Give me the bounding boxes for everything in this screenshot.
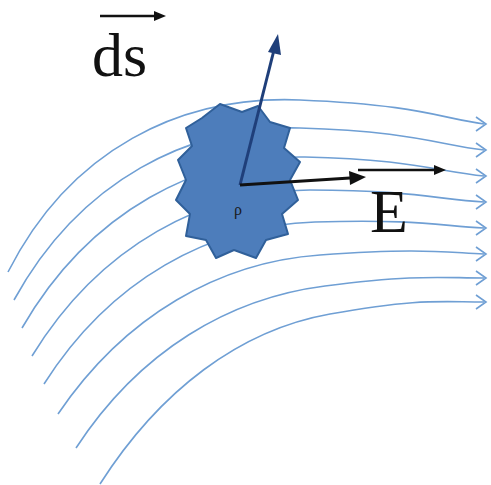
charge-blob: ρ: [172, 100, 304, 262]
field-line: [8, 100, 484, 272]
field-arrowhead: [476, 169, 486, 183]
overarrow-head: [434, 165, 446, 175]
field-arrowhead: [476, 117, 486, 131]
e-vector-head: [349, 171, 366, 185]
charge-density-label: ρ: [234, 202, 242, 218]
field-line: [100, 302, 484, 484]
field-arrowhead: [476, 247, 486, 261]
overarrow-head: [154, 11, 166, 21]
vector-label: E: [370, 180, 408, 242]
field-arrowhead: [476, 195, 486, 209]
field-arrowhead: [476, 221, 486, 235]
field-line: [76, 277, 484, 448]
vector-label: ds: [92, 24, 147, 86]
field-arrowhead: [476, 295, 486, 309]
field-arrowhead: [476, 271, 486, 285]
blob-outline: [172, 100, 304, 262]
ds-vector-head: [268, 34, 281, 55]
overarrow-line: [358, 169, 436, 172]
field-arrowhead: [476, 143, 486, 157]
field-lines: [8, 100, 486, 484]
overarrow-line: [100, 15, 156, 18]
